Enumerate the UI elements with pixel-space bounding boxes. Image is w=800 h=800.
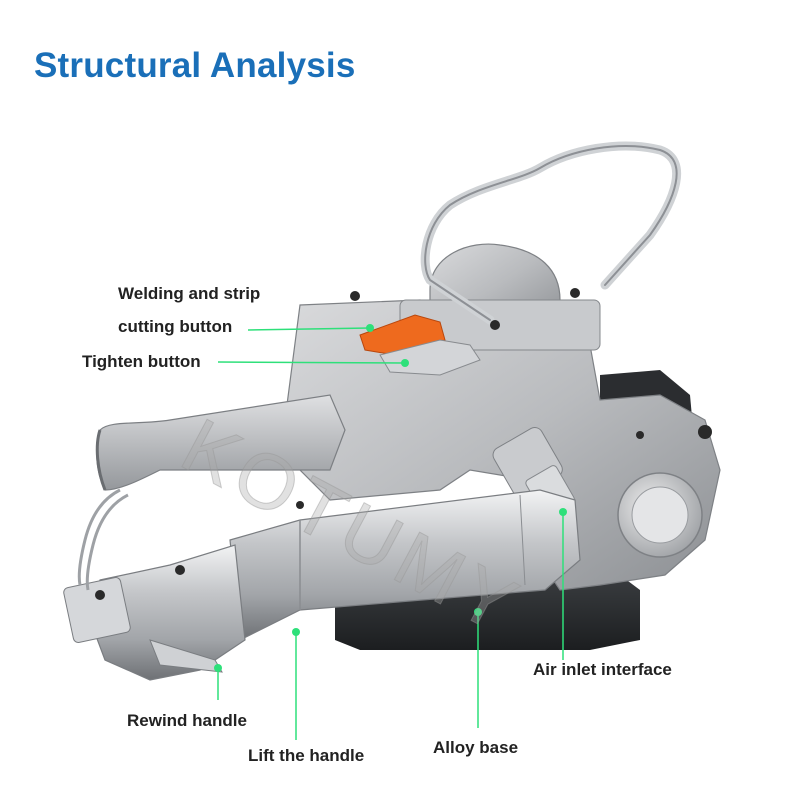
spring-coil [77,488,129,591]
page-title: Structural Analysis [34,46,356,85]
screw [698,425,712,439]
screw [570,288,580,298]
rewind-lever [149,639,223,673]
label-welding-line1: Welding and strip [118,284,261,303]
label-air: Air inlet interface [533,660,672,679]
front-cap [63,577,131,643]
callout-lines [217,327,564,740]
label-alloy: Alloy base [433,738,519,757]
cylinder [229,489,581,641]
label-tighten: Tighten button [82,352,201,371]
label-welding-line2: cutting button [118,317,233,336]
label-lift: Lift the handle [248,746,365,765]
label-rewind: Rewind handle [127,711,247,730]
screw [490,320,500,330]
screw [296,501,304,509]
screw [636,431,644,439]
callout-dots [214,324,567,672]
screw [350,291,360,301]
